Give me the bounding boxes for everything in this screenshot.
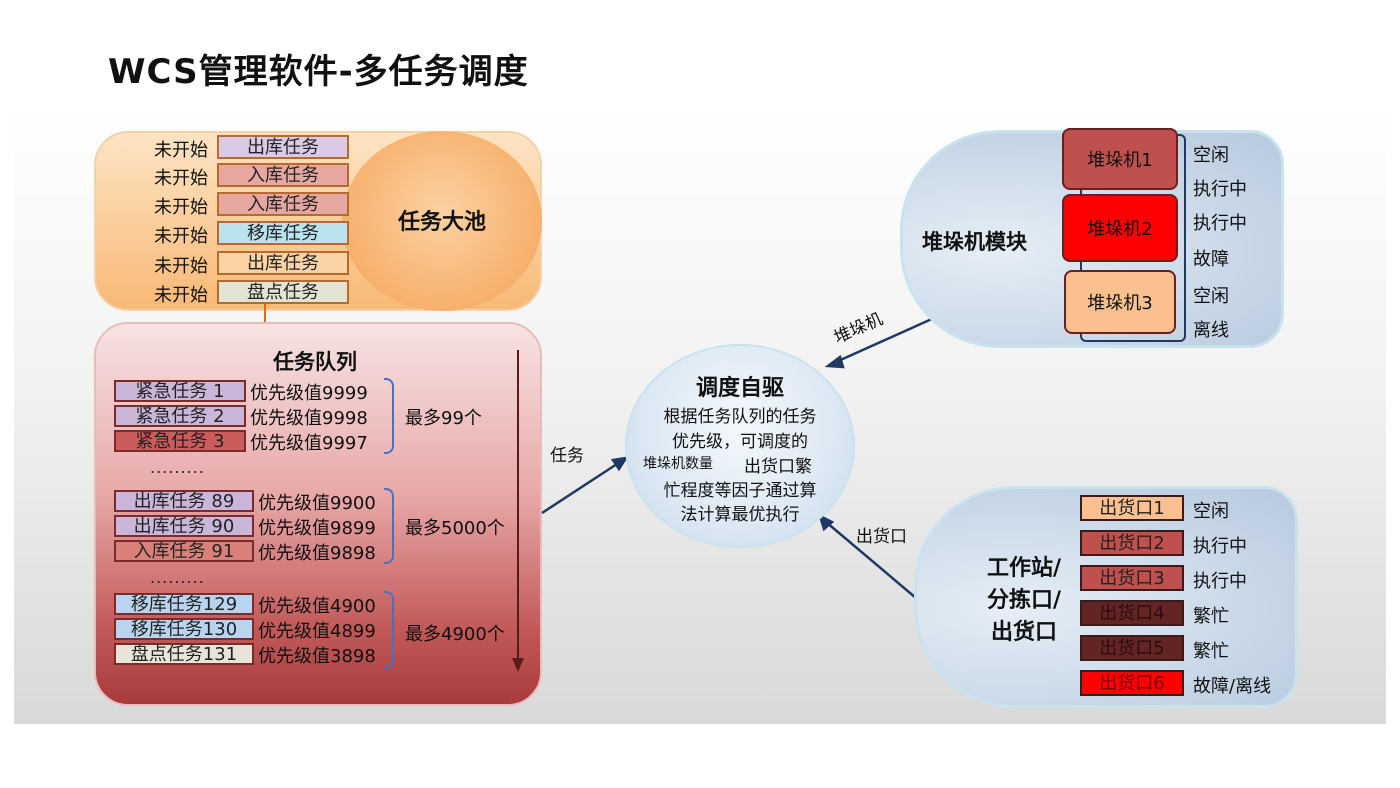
queue-task: 移库任务129	[114, 593, 254, 615]
stacker-status: 离线	[1193, 320, 1229, 341]
scheduler-desc-line: 根据任务队列的任务	[663, 407, 817, 427]
output-port: 出货口2	[1080, 530, 1184, 556]
group-max-count: 最多5000个	[405, 518, 505, 539]
queue-ellipsis: .........	[150, 568, 205, 587]
output-port-status: 繁忙	[1193, 641, 1229, 662]
task-pool-ellipse	[342, 131, 542, 311]
pool-task-status: 未开始	[154, 256, 208, 277]
group-bracket	[384, 591, 394, 669]
pool-task: 移库任务	[217, 221, 349, 245]
stacker-status: 执行中	[1193, 179, 1247, 200]
queue-task-priority: 优先级值9998	[250, 408, 368, 429]
group-bracket	[384, 488, 394, 564]
queue-task-priority: 优先级值9899	[258, 518, 376, 539]
queue-task-priority: 优先级值9999	[250, 383, 368, 404]
stacker-machine: 堆垛机2	[1062, 194, 1178, 262]
queue-task-priority: 优先级值9997	[250, 433, 368, 454]
stacker-status: 空闲	[1193, 286, 1229, 307]
output-port-status: 故障/离线	[1193, 676, 1272, 697]
scheduler-desc-line: 堆垛机数量	[643, 456, 713, 472]
task-edge-label: 任务	[550, 446, 584, 466]
queue-task: 出库任务 89	[114, 490, 254, 512]
scheduler-desc-line: 优先级，可调度的	[672, 432, 808, 452]
pool-task: 盘点任务	[217, 280, 349, 304]
output-port-status: 执行中	[1193, 571, 1247, 592]
group-bracket	[384, 378, 394, 454]
pool-task-status: 未开始	[154, 140, 208, 161]
scheduler-desc-line: 忙程度等因子通过算	[663, 481, 817, 501]
stacker-module-title: 堆垛机模块	[922, 230, 1027, 254]
stacker-status: 执行中	[1193, 213, 1247, 234]
queue-task: 盘点任务131	[114, 643, 254, 665]
scheduler-title: 调度自驱	[695, 376, 784, 401]
stacker-status: 空闲	[1193, 145, 1229, 166]
workstation-title-line: 分拣口/	[986, 588, 1062, 613]
scheduler-circle	[625, 344, 855, 548]
pool-task: 出库任务	[217, 135, 349, 159]
scheduler-desc-line: 法计算最优执行	[680, 505, 800, 525]
output-port-status: 执行中	[1193, 536, 1247, 557]
pool-task-status: 未开始	[154, 197, 208, 218]
output-port-status: 繁忙	[1193, 606, 1229, 627]
queue-task: 移库任务130	[114, 618, 254, 640]
queue-task-priority: 优先级值3898	[258, 646, 376, 667]
output-port: 出货口4	[1080, 600, 1184, 626]
output-port-status: 空闲	[1193, 501, 1229, 522]
queue-task: 入库任务 91	[114, 540, 254, 562]
scheduler-desc-line: 出货口繁	[744, 457, 812, 477]
queue-task: 紧急任务 2	[114, 405, 246, 427]
task-pool-title: 任务大池	[397, 210, 486, 235]
queue-task-priority: 优先级值9900	[258, 493, 376, 514]
queue-task: 出库任务 90	[114, 515, 254, 537]
queue-task-priority: 优先级值9898	[258, 543, 376, 564]
workstation-title-line: 工作站/	[986, 556, 1062, 581]
pool-task-status: 未开始	[154, 168, 208, 189]
group-max-count: 最多99个	[405, 408, 482, 429]
queue-task-priority: 优先级值4899	[258, 621, 376, 642]
output-port: 出货口6	[1080, 670, 1184, 696]
queue-order-arrow	[512, 350, 524, 672]
queue-ellipsis: .........	[150, 458, 205, 477]
queue-task: 紧急任务 1	[114, 380, 246, 402]
stacker-machine: 堆垛机1	[1062, 128, 1178, 190]
pool-task-status: 未开始	[154, 226, 208, 247]
pool-task: 入库任务	[217, 163, 349, 187]
port-edge-label: 出货口	[856, 527, 907, 547]
pool-task: 入库任务	[217, 192, 349, 216]
pool-task-status: 未开始	[154, 285, 208, 306]
group-max-count: 最多4900个	[405, 624, 505, 645]
queue-task: 紧急任务 3	[114, 430, 246, 452]
stacker-status: 故障	[1193, 249, 1229, 270]
task-queue-title: 任务队列	[273, 350, 357, 374]
output-port: 出货口3	[1080, 565, 1184, 591]
page-title: WCS管理软件-多任务调度	[108, 52, 529, 92]
output-port: 出货口1	[1080, 495, 1184, 521]
stacker-machine: 堆垛机3	[1064, 270, 1176, 334]
pool-task: 出库任务	[217, 251, 349, 275]
queue-task-priority: 优先级值4900	[258, 596, 376, 617]
output-port: 出货口5	[1080, 635, 1184, 661]
workstation-title-line: 出货口	[990, 620, 1057, 645]
